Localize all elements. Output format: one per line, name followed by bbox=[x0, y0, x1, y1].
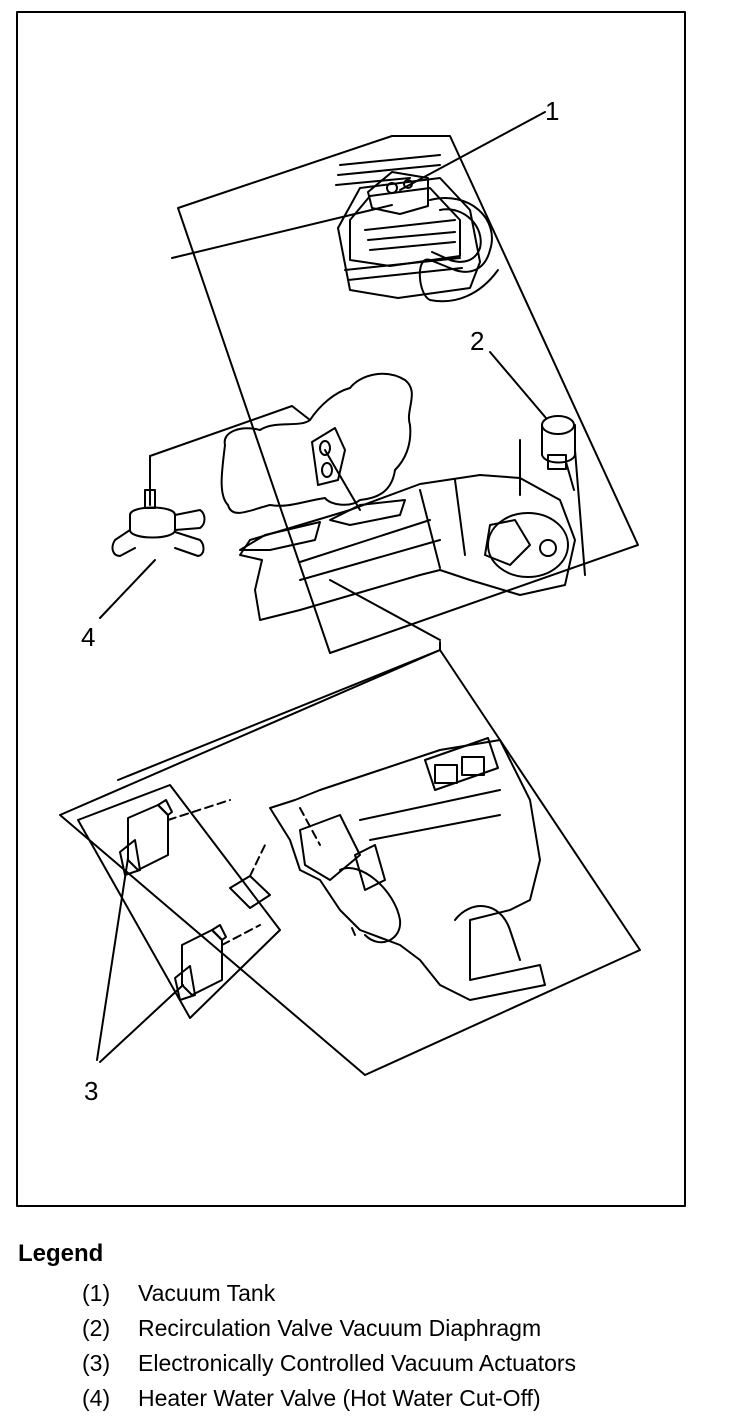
diagram-figure: 1 2 3 4 bbox=[16, 11, 686, 1207]
legend-item-number: (1) bbox=[82, 1280, 111, 1306]
callout-1: 1 bbox=[545, 96, 559, 126]
legend-item-text: Recirculation Valve Vacuum Diaphragm bbox=[138, 1315, 542, 1341]
callout-4: 4 bbox=[81, 622, 95, 652]
legend-item-number: (2) bbox=[82, 1315, 111, 1341]
legend-item: (2) Recirculation Valve Vacuum Diaphragm bbox=[18, 1311, 738, 1346]
outer-frame bbox=[16, 11, 686, 1207]
legend-item-number: (4) bbox=[82, 1385, 111, 1411]
bottom-assembly bbox=[59, 649, 641, 1076]
legend-item-text: Vacuum Tank bbox=[138, 1280, 276, 1306]
legend-item: (4) Heater Water Valve (Hot Water Cut-Of… bbox=[18, 1381, 738, 1416]
callout-3: 3 bbox=[84, 1076, 98, 1106]
legend: Legend (1) Vacuum Tank (2) Recirculation… bbox=[18, 1240, 738, 1416]
legend-title: Legend bbox=[18, 1240, 104, 1267]
legend-item: (3) Electronically Controlled Vacuum Act… bbox=[18, 1346, 738, 1381]
middle-assembly bbox=[117, 372, 586, 781]
legend-item: (1) Vacuum Tank bbox=[18, 1276, 738, 1311]
leader-lines-3 bbox=[96, 857, 184, 1063]
legend-item-text: Electronically Controlled Vacuum Actuato… bbox=[138, 1350, 577, 1376]
callout-2: 2 bbox=[470, 326, 484, 356]
legend-item-text: Heater Water Valve (Hot Water Cut-Off) bbox=[138, 1385, 541, 1411]
heater-water-valve bbox=[99, 489, 206, 619]
recirc-diaphragm bbox=[489, 351, 576, 491]
legend-item-number: (3) bbox=[82, 1350, 111, 1376]
